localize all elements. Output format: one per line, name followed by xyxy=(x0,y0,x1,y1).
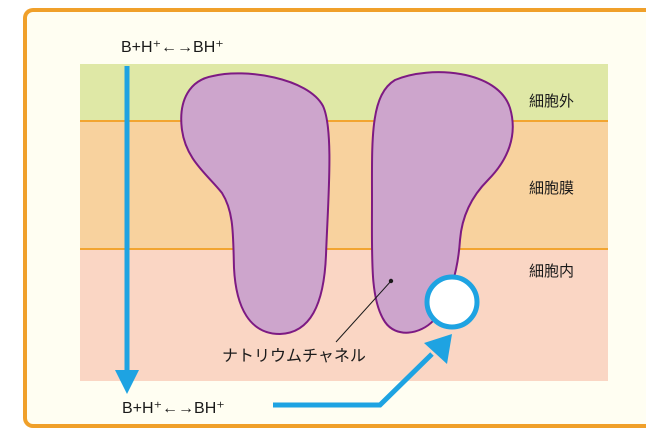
zone-label-inside: 細胞内 xyxy=(529,263,574,280)
equation-top: B+H⁺←→BH⁺ xyxy=(121,39,224,56)
bound-molecule-circle xyxy=(427,277,477,327)
zone-label-outside: 細胞外 xyxy=(529,93,574,110)
channel-pointer-dot xyxy=(389,279,393,283)
zone-label-membrane: 細胞膜 xyxy=(529,180,574,197)
equation-bottom: B+H⁺←→BH⁺ xyxy=(122,400,225,417)
channel-label: ナトリウムチャネル xyxy=(222,347,366,365)
downward-arrow-head xyxy=(115,370,139,394)
